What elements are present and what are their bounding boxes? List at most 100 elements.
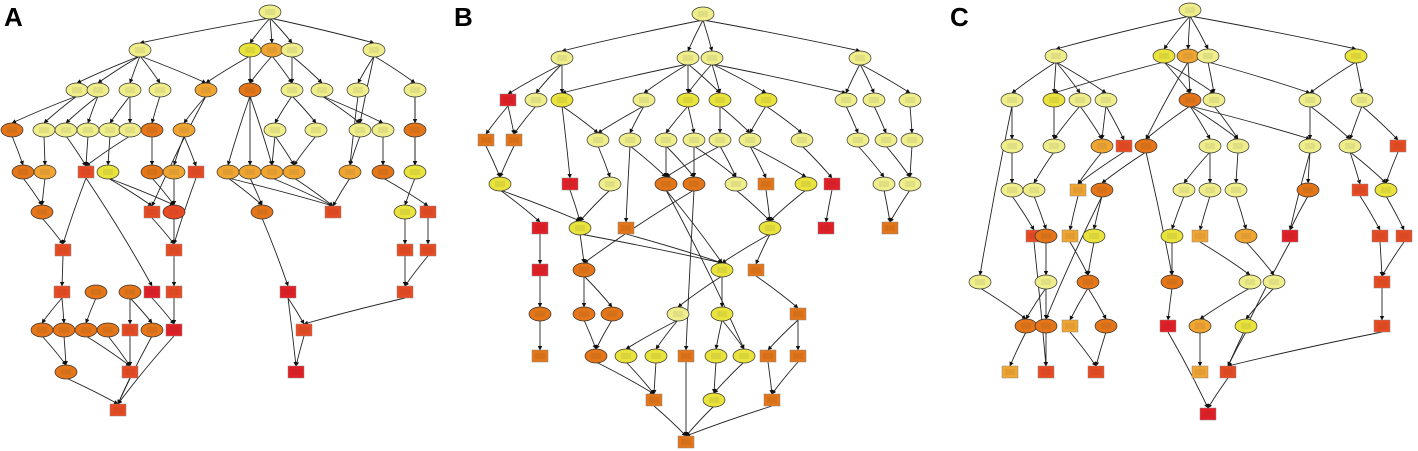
term-node-ellipse (1226, 138, 1250, 154)
term-node-ellipse (1262, 274, 1286, 290)
term-node-rect (324, 205, 342, 219)
term-node-ellipse (872, 176, 896, 192)
edge-arrow (625, 361, 655, 395)
edge-arrow (579, 189, 611, 222)
panel-b: B (450, 0, 950, 451)
edge-arrow (1033, 151, 1055, 184)
edge-arrow (287, 297, 298, 367)
edge-arrow (1349, 151, 1387, 184)
term-node-ellipse (263, 122, 287, 138)
term-node-ellipse (1198, 138, 1222, 154)
edge-arrow (61, 297, 66, 324)
term-node-ellipse (550, 92, 574, 108)
term-node-rect (1037, 365, 1055, 379)
edge-arrow (321, 95, 384, 124)
edge-arrow (1207, 61, 1311, 94)
edge-arrow (561, 63, 689, 95)
edge-arrow (83, 135, 89, 167)
edge-arrow (1145, 61, 1189, 140)
edge-arrow (1145, 105, 1191, 140)
edge-arrow (1163, 61, 1191, 94)
edge-arrow (404, 177, 416, 206)
edge-arrow (885, 145, 911, 178)
term-node-ellipse (758, 220, 782, 236)
edge-arrow (499, 189, 581, 222)
edge-arrow (85, 335, 131, 367)
term-node-ellipse (1172, 182, 1196, 198)
term-node-ellipse (362, 42, 386, 58)
term-node-ellipse (691, 6, 715, 22)
term-node-rect (419, 243, 437, 257)
edge-arrow (535, 63, 563, 94)
edge-arrow (1309, 61, 1357, 94)
edge-arrow (117, 335, 175, 405)
term-node-ellipse (598, 176, 622, 192)
edge-arrow (597, 145, 611, 178)
term-node-ellipse (30, 204, 54, 220)
edge-arrow (687, 105, 696, 134)
edge-arrow (711, 361, 717, 394)
edge-arrow (349, 135, 361, 166)
edge-arrow (579, 233, 586, 264)
edge-arrow (269, 17, 375, 45)
edge-arrow (303, 297, 406, 326)
term-node-ellipse (614, 348, 638, 364)
edge-arrow (1309, 105, 1351, 140)
edge-arrow (261, 217, 289, 287)
edge-arrow (765, 105, 803, 134)
term-node-ellipse (644, 348, 668, 364)
term-node-ellipse (676, 92, 700, 108)
edge-arrow (1086, 241, 1095, 276)
term-node-rect (505, 133, 523, 147)
term-node-ellipse (118, 284, 142, 300)
edge-arrow (1189, 105, 1211, 140)
edge-arrow (382, 177, 429, 207)
edge-arrow (62, 177, 87, 245)
edge-arrow (561, 105, 572, 179)
edge-arrow (227, 177, 334, 208)
panel-label: C (950, 2, 969, 32)
term-node-ellipse (874, 132, 898, 148)
edge-arrow (139, 55, 161, 84)
term-node-rect (1373, 319, 1391, 333)
edge-arrow (769, 189, 807, 222)
term-node-rect (1395, 229, 1413, 243)
term-node-rect (531, 263, 549, 277)
edge-arrow (129, 55, 141, 84)
edge-arrow (702, 19, 714, 52)
edge-arrow (42, 135, 48, 166)
term-node-ellipse (96, 322, 120, 338)
edge-arrow (665, 145, 721, 178)
edge-arrow (629, 145, 667, 178)
edge-arrow (979, 287, 1027, 320)
term-node-ellipse (708, 132, 732, 148)
edge-arrow (1355, 61, 1364, 94)
edge-arrow (907, 145, 913, 178)
term-node-ellipse (1160, 228, 1184, 244)
term-node-rect (1219, 365, 1237, 379)
term-node-rect (1191, 229, 1209, 243)
term-node-ellipse (1238, 274, 1262, 290)
term-node-ellipse (86, 82, 110, 98)
edge-arrow (1145, 151, 1174, 276)
edge-arrow (1349, 105, 1363, 140)
edge-arrow (595, 319, 613, 350)
term-node-ellipse (724, 176, 748, 192)
edge-arrow (1379, 241, 1385, 277)
term-node-ellipse (654, 176, 678, 192)
term-node-ellipse (654, 132, 678, 148)
edge-arrow (76, 55, 141, 84)
nodes (477, 6, 924, 449)
edge-arrow (106, 135, 111, 166)
term-node-ellipse (710, 262, 734, 278)
term-node-ellipse (393, 204, 417, 220)
term-node-ellipse (140, 122, 164, 138)
edge-arrow (1167, 331, 1209, 409)
edge-arrow (65, 135, 87, 167)
edge-arrow (857, 145, 885, 178)
edge-arrow (583, 189, 695, 264)
edge-arrow (767, 319, 799, 351)
edge-arrow (1361, 105, 1399, 141)
edge-arrow (719, 105, 751, 134)
term-node-rect (1159, 319, 1177, 333)
